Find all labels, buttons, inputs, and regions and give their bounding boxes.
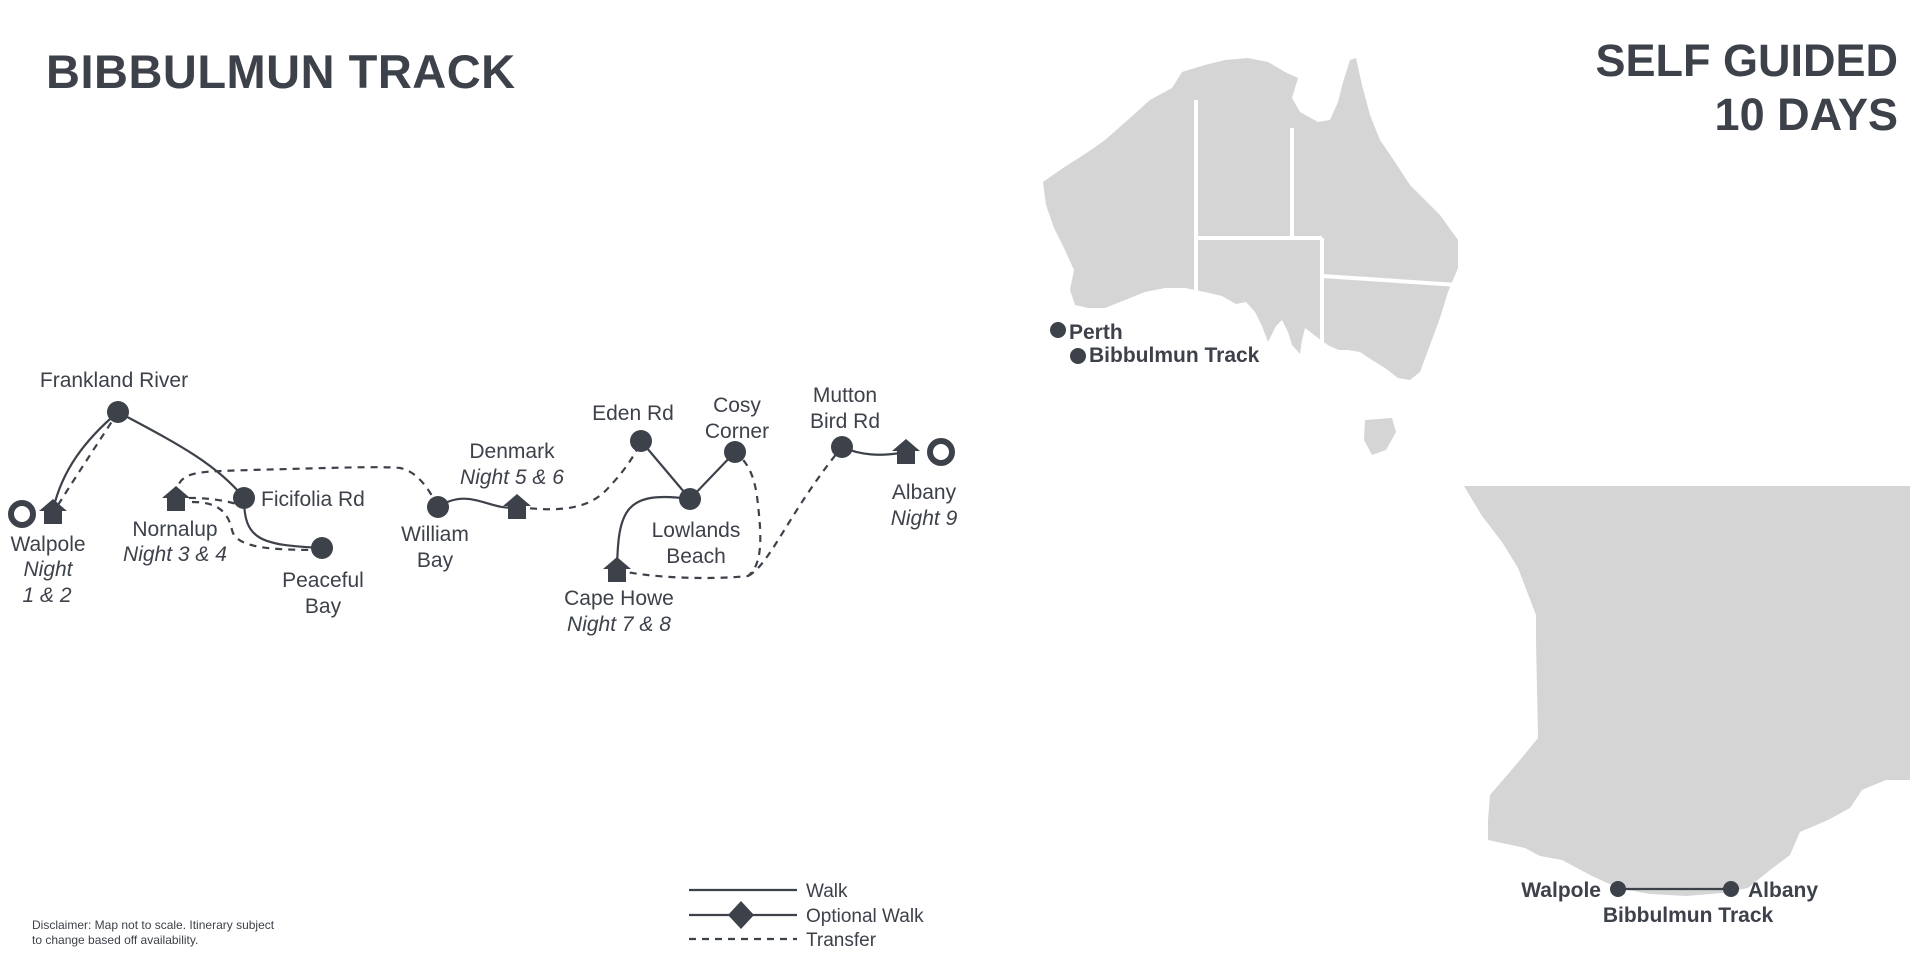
label-walpole-night-numbers: 1 & 2 (22, 584, 71, 607)
stop-eden-rd (630, 430, 652, 452)
label-nornalup-night: Night 3 & 4 (123, 543, 227, 566)
track-dot-icon (1070, 348, 1086, 364)
stop-ficifolia-rd (233, 487, 255, 509)
transfer-ficifolia-denmark (174, 466, 439, 508)
label-inset-walpole: Walpole (1521, 879, 1601, 902)
label-albany: Albany (892, 481, 957, 504)
australia-map: Perth Bibbulmun Track (1043, 58, 1459, 455)
walk-walpole-frankland (51, 411, 119, 511)
legend: Walk Optional Walk Transfer (689, 881, 924, 951)
subtitle-line-2: 10 DAYS (1714, 89, 1898, 140)
page-title: BIBBULMUN TRACK (46, 45, 516, 98)
walk-frankland-ficifolia (117, 411, 245, 499)
label-walpole: Walpole (10, 533, 85, 556)
label-frankland-river: Frankland River (40, 369, 188, 392)
start-ring-icon (8, 500, 36, 528)
label-perth: Perth (1069, 321, 1123, 344)
tasmania (1364, 418, 1396, 455)
label-william: William (401, 523, 469, 546)
walk-william-denmark (437, 497, 518, 509)
stop-mutton-bird-rd (831, 436, 853, 458)
label-mutton-bird-rd: Bird Rd (810, 410, 880, 433)
label-william-bay: Bay (417, 549, 454, 572)
inset-map: Walpole Albany Bibbulmun Track (1464, 486, 1910, 927)
house-icon-albany (892, 439, 920, 464)
stop-william-bay (427, 496, 449, 518)
transfer-capehowe-cosy-mutton (616, 446, 843, 580)
inset-landmass (1464, 486, 1910, 896)
house-icon-nornalup (162, 486, 190, 511)
disclaimer-line-2: to change based off availability. (32, 933, 199, 947)
label-inset-albany: Albany (1748, 879, 1818, 902)
label-lowlands-beach: Beach (666, 545, 726, 568)
end-ring-icon (927, 438, 955, 466)
trip-duration: SELF GUIDED 10 DAYS (1595, 34, 1898, 142)
label-nornalup: Nornalup (132, 518, 217, 541)
label-cosy: Cosy (713, 394, 761, 417)
label-albany-night: Night 9 (891, 507, 958, 530)
inset-walpole-dot-icon (1610, 881, 1626, 897)
inset-albany-dot-icon (1723, 881, 1739, 897)
stop-frankland-river (107, 401, 129, 423)
label-bibbulmun-track-overview: Bibbulmun Track (1089, 344, 1260, 367)
label-denmark-night: Night 5 & 6 (460, 466, 564, 489)
label-peaceful-bay: Bay (305, 595, 342, 618)
perth-dot-icon (1050, 322, 1066, 338)
walk-eden-lowlands (640, 440, 691, 500)
diamond-icon (728, 901, 754, 929)
transfer-denmark-eden (516, 440, 643, 511)
label-ficifolia-rd: Ficifolia Rd (261, 488, 365, 511)
walk-ficifolia-peaceful (242, 497, 323, 550)
stop-peaceful-bay (311, 537, 333, 559)
label-cosy-corner: Corner (705, 420, 769, 443)
subtitle-line-1: SELF GUIDED (1595, 35, 1898, 86)
label-denmark: Denmark (469, 440, 555, 463)
label-walpole-night: Night (23, 558, 73, 581)
label-lowlands: Lowlands (652, 519, 741, 542)
legend-walk-label: Walk (806, 881, 848, 902)
place-labels: Frankland River Walpole Night 1 & 2 Norn… (10, 369, 957, 636)
label-cape-howe: Cape Howe (564, 587, 674, 610)
label-peaceful: Peaceful (282, 569, 364, 592)
walk-lowlands-capehowe (615, 495, 691, 571)
legend-transfer-label: Transfer (806, 930, 877, 951)
label-inset-track: Bibbulmun Track (1603, 904, 1774, 927)
route-stops (107, 401, 853, 559)
house-icon-cape-howe (603, 557, 631, 582)
house-icon-walpole (39, 499, 67, 524)
disclaimer: Disclaimer: Map not to scale. Itinerary … (32, 918, 352, 948)
australia-landmass (1043, 58, 1458, 380)
transfer-walpole-frankland (57, 411, 119, 506)
stop-lowlands-beach (679, 488, 701, 510)
stop-cosy-corner (724, 441, 746, 463)
label-eden-rd: Eden Rd (592, 402, 674, 425)
label-mutton: Mutton (813, 384, 877, 407)
disclaimer-line-1: Disclaimer: Map not to scale. Itinerary … (32, 918, 275, 932)
state-borders (1194, 100, 1459, 374)
label-cape-howe-night: Night 7 & 8 (567, 613, 671, 636)
legend-optional-label: Optional Walk (806, 906, 924, 927)
